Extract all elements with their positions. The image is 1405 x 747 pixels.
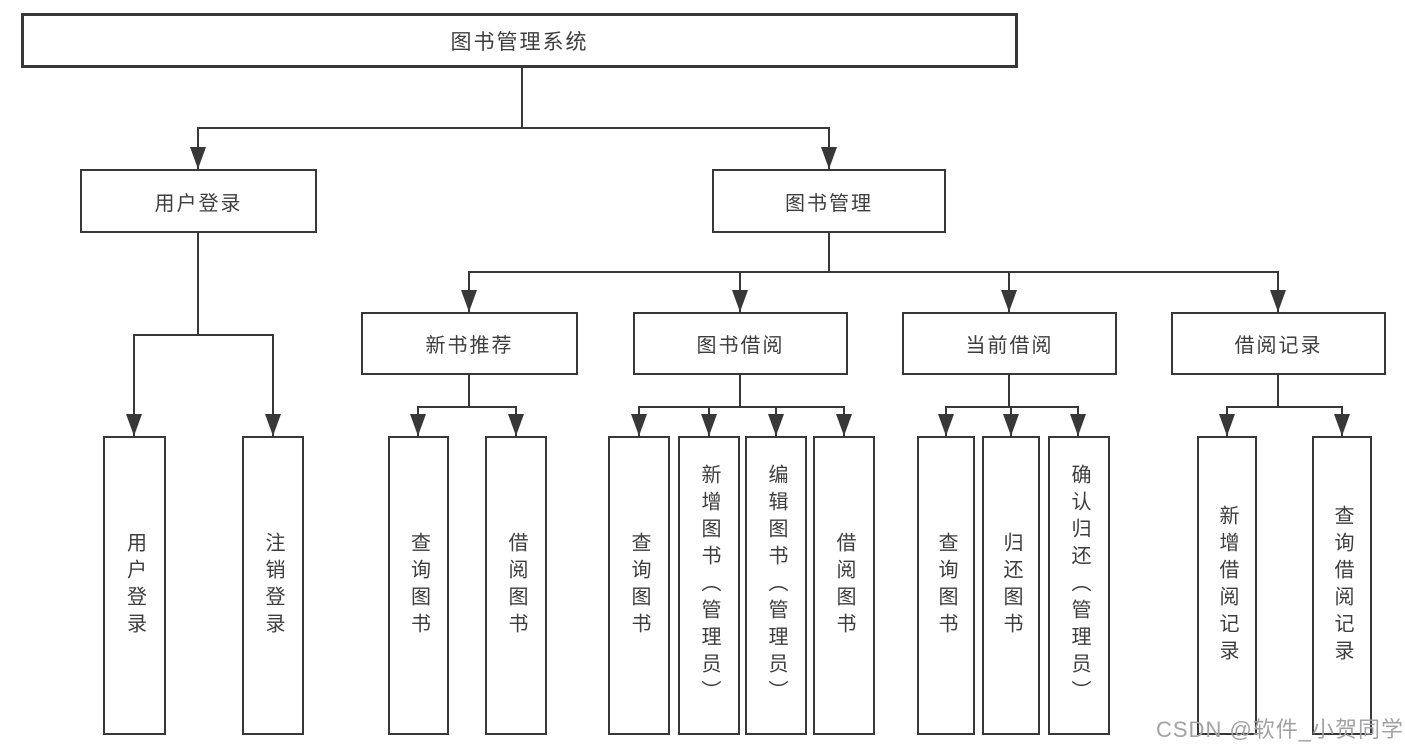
node-current-borrowing: 当前借阅 bbox=[902, 312, 1117, 375]
connector-line bbox=[468, 375, 470, 408]
leaf-borrow-books: 借阅图书 bbox=[813, 436, 875, 735]
connector-line bbox=[1008, 375, 1010, 408]
arrowhead-icon bbox=[1219, 414, 1235, 436]
connector-line bbox=[272, 334, 274, 436]
node-library-management-system: 图书管理系统 bbox=[21, 13, 1018, 68]
node-borrowing-records: 借阅记录 bbox=[1171, 312, 1386, 375]
leaf-label: 用户登录 bbox=[123, 531, 146, 640]
connector-line bbox=[1277, 375, 1279, 408]
leaf-label: 归还图书 bbox=[1000, 531, 1022, 640]
leaf-label: 借阅图书 bbox=[505, 531, 527, 640]
leaf-query-books-recommend: 查询图书 bbox=[388, 436, 449, 735]
connector-line bbox=[828, 233, 830, 273]
leaf-return-books: 归还图书 bbox=[982, 436, 1040, 735]
node-label: 图书管理 bbox=[785, 192, 873, 215]
leaf-confirm-return-admin: 确认归还（管理员） bbox=[1048, 436, 1110, 735]
arrowhead-icon bbox=[190, 147, 206, 169]
connector-line bbox=[417, 406, 517, 408]
arrowhead-icon bbox=[701, 414, 717, 436]
arrowhead-icon bbox=[768, 414, 784, 436]
connector-line bbox=[739, 375, 741, 408]
leaf-query-borrow-record: 查询借阅记录 bbox=[1312, 436, 1372, 735]
node-new-book-recommendation: 新书推荐 bbox=[361, 312, 578, 375]
arrowhead-icon bbox=[126, 414, 142, 436]
leaf-add-books-admin: 新增图书（管理员） bbox=[678, 436, 740, 735]
node-label: 借阅记录 bbox=[1234, 335, 1323, 357]
connector-line bbox=[197, 233, 199, 336]
leaf-logout: 注销登录 bbox=[242, 436, 304, 735]
arrowhead-icon bbox=[938, 414, 954, 436]
node-label: 用户登录 bbox=[154, 192, 243, 215]
arrowhead-icon bbox=[1270, 290, 1286, 312]
leaf-label: 借阅图书 bbox=[833, 531, 855, 640]
leaf-label: 查询图书 bbox=[935, 531, 957, 640]
node-label: 图书管理系统 bbox=[450, 30, 589, 54]
arrowhead-icon bbox=[732, 290, 748, 312]
connector-line bbox=[468, 271, 1279, 273]
connector-line bbox=[638, 406, 845, 408]
arrowhead-icon bbox=[821, 147, 837, 169]
arrowhead-icon bbox=[265, 414, 281, 436]
connector-line bbox=[1226, 406, 1342, 408]
node-label: 新书推荐 bbox=[425, 335, 514, 357]
leaf-user-login: 用户登录 bbox=[103, 436, 166, 735]
connector-line bbox=[521, 68, 523, 128]
leaf-borrow-books-recommend: 借阅图书 bbox=[485, 436, 547, 735]
leaf-query-books-current: 查询图书 bbox=[917, 436, 975, 735]
node-label: 图书借阅 bbox=[696, 335, 785, 357]
node-user-login: 用户登录 bbox=[80, 169, 317, 233]
node-book-management: 图书管理 bbox=[712, 169, 946, 233]
arrowhead-icon bbox=[631, 414, 647, 436]
connector-line bbox=[133, 334, 135, 436]
node-book-borrowing: 图书借阅 bbox=[633, 312, 848, 375]
connector-line bbox=[945, 406, 1079, 408]
arrowhead-icon bbox=[836, 414, 852, 436]
arrowhead-icon bbox=[1334, 414, 1350, 436]
arrowhead-icon bbox=[410, 414, 426, 436]
leaf-edit-books-admin: 编辑图书（管理员） bbox=[745, 436, 807, 735]
leaf-query-books-borrow: 查询图书 bbox=[608, 436, 670, 735]
arrowhead-icon bbox=[1001, 290, 1017, 312]
connector-line bbox=[197, 127, 830, 129]
connector-line bbox=[133, 334, 274, 336]
arrowhead-icon bbox=[508, 414, 524, 436]
leaf-label: 查询图书 bbox=[407, 531, 430, 640]
leaf-label: 新增借阅记录 bbox=[1216, 504, 1238, 667]
csdn-watermark: CSDN @软件_小贺同学 bbox=[1156, 717, 1405, 742]
arrowhead-icon bbox=[461, 290, 477, 312]
leaf-label: 注销登录 bbox=[262, 531, 284, 640]
node-label: 当前借阅 bbox=[965, 335, 1054, 357]
leaf-add-borrow-record: 新增借阅记录 bbox=[1197, 436, 1257, 735]
leaf-label: 查询图书 bbox=[628, 531, 650, 640]
leaf-label: 确认归还（管理员） bbox=[1068, 464, 1090, 707]
arrowhead-icon bbox=[1070, 414, 1086, 436]
arrowhead-icon bbox=[1003, 414, 1019, 436]
leaf-label: 新增图书（管理员） bbox=[698, 464, 720, 707]
leaf-label: 查询借阅记录 bbox=[1331, 504, 1353, 667]
leaf-label: 编辑图书（管理员） bbox=[765, 464, 787, 707]
